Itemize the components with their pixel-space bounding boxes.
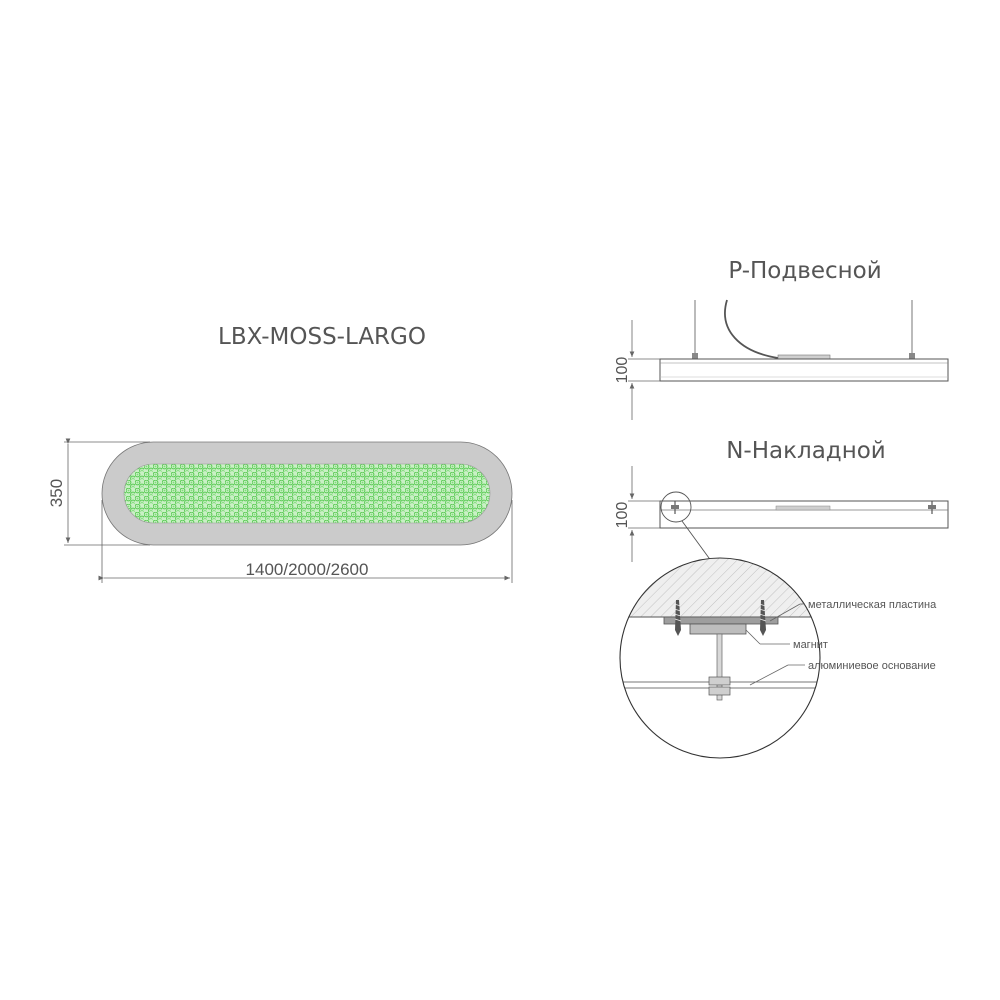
width-dimension: 350: [47, 438, 150, 546]
screw-icon: [673, 600, 682, 636]
label-magnet: магнит: [793, 639, 828, 651]
surface-height-dimension: 100: [614, 466, 660, 562]
length-dimension: 1400/2000/2600: [98, 500, 513, 583]
magnet-icon: [689, 623, 747, 635]
pendant-title: P-Подвесной: [728, 258, 881, 284]
surface-body: [659, 500, 949, 529]
detail-labels: металлическая пластина магнит алюминиево…: [745, 599, 937, 686]
surface-height-label: 100: [614, 502, 631, 529]
pendant-height-label: 100: [614, 357, 631, 384]
pendant-side-view: [659, 299, 949, 382]
screw-icon: [758, 600, 767, 636]
lamp-top-view: [101, 441, 513, 546]
pendant-height-dimension: 100: [614, 320, 660, 420]
surface-side-view: [659, 500, 949, 529]
pendant-body: [659, 358, 949, 382]
width-label: 350: [47, 479, 66, 507]
model-title: LBX-MOSS-LARGO: [218, 324, 426, 350]
label-aluminium-base: алюминиевое основание: [808, 660, 936, 672]
cable-icon: [724, 299, 779, 359]
label-metal-plate: металлическая пластина: [808, 599, 937, 611]
surface-title: N-Накладной: [726, 438, 886, 464]
moss-panel: [123, 463, 491, 524]
detail-magnified: [619, 557, 821, 759]
length-label: 1400/2000/2600: [246, 560, 369, 579]
